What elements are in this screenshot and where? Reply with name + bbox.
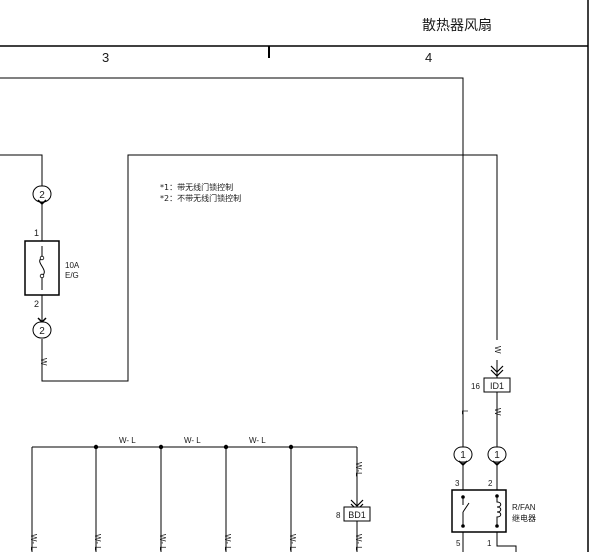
wire-label-w-upper: W xyxy=(493,346,502,354)
relay-pin-2: 2 xyxy=(488,479,493,488)
connector-1-left: 1 xyxy=(453,446,473,467)
wire-label-wl-3: W- L xyxy=(249,436,266,445)
connector-pin: 1 xyxy=(494,450,500,461)
wire-lines xyxy=(0,77,517,552)
bd1-label: BD1 xyxy=(348,510,366,520)
connector-pin: 1 xyxy=(460,450,466,461)
note-2: *2：不带无线门锁控制 xyxy=(160,193,241,203)
fuse-name: E/G xyxy=(65,271,79,280)
id1-pin: 16 xyxy=(471,382,480,391)
wire-label-wl-2: W- L xyxy=(184,436,201,445)
connector-1-right: 1 xyxy=(487,446,507,467)
connector-pin: 2 xyxy=(39,190,45,201)
fuse-pin-bottom: 2 xyxy=(34,299,39,309)
column-label-4: 4 xyxy=(425,50,432,65)
connector-id1: W ID1 16 W xyxy=(471,346,511,416)
connector-2-top: 2 xyxy=(32,185,52,206)
page-title: 散热器风扇 xyxy=(422,18,492,34)
relay-subtitle: 继电器 xyxy=(512,513,536,523)
relay-name: R/FAN xyxy=(512,503,536,512)
connector-pin: 2 xyxy=(39,326,45,337)
relay-r-fan: 3 2 5 1 R/FAN 继电器 xyxy=(451,479,536,548)
wire-label-l: L xyxy=(460,410,469,415)
connector-bd1: BD1 8 xyxy=(336,494,371,522)
id1-label: ID1 xyxy=(490,381,504,391)
fuse-pin-top: 1 xyxy=(34,228,39,238)
wire-label-wl-bottom: W- L xyxy=(93,534,102,551)
wire-label-wl-bottom: W- L xyxy=(223,534,232,551)
fuse-10a-eg: 1 2 10A E/G xyxy=(24,228,80,309)
wire-label-wl-bottom: W- L xyxy=(354,534,363,551)
relay-pin-3: 3 xyxy=(455,479,460,488)
note-1: *1：带无线门锁控制 xyxy=(160,182,233,192)
wire-label-w-lower: W xyxy=(493,408,502,416)
wire-label-wl-vertical: W-L xyxy=(354,462,363,477)
junction-dots xyxy=(93,444,294,450)
connector-2-bottom: 2 xyxy=(32,317,52,339)
fuse-rating: 10A xyxy=(65,261,80,270)
relay-pin-5: 5 xyxy=(456,539,461,548)
wire-label-w-fuse: W xyxy=(39,358,48,366)
wire-label-wl-1: W- L xyxy=(119,436,136,445)
wire-label-wl-bottom: W- L xyxy=(29,534,38,551)
wire-label-wl-bottom: W- L xyxy=(158,534,167,551)
bd1-pin: 8 xyxy=(336,511,341,520)
wire-label-wl-bottom: W- L xyxy=(288,534,297,551)
column-label-3: 3 xyxy=(102,50,109,65)
relay-pin-1: 1 xyxy=(487,539,492,548)
